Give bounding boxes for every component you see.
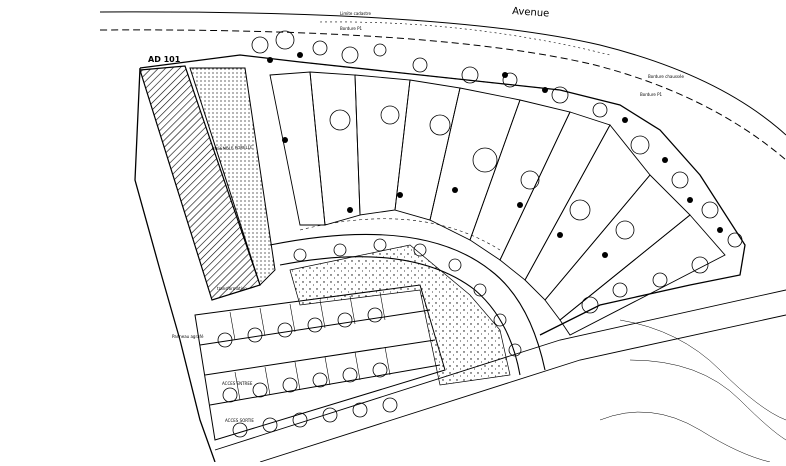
- bordure-chaussee-label: Bordure chaussée: [648, 74, 684, 79]
- lower-road: [214, 289, 786, 463]
- panneau-agrafe-label: Panneau agrafé: [172, 334, 204, 339]
- acces-sortie-label: ACCES SORTIE: [225, 418, 254, 423]
- avenue-label: Avenue: [512, 6, 550, 20]
- avenue-road: [99, 11, 786, 161]
- building-ad101: [139, 65, 276, 301]
- limite-cadastre-label: Limite cadastre: [340, 11, 371, 16]
- bordure-p1-right-label: Bordure P1: [640, 92, 663, 97]
- contours: [599, 319, 786, 463]
- gravel-plaza: [289, 244, 511, 386]
- trees: [217, 30, 743, 438]
- transformation-label: transformation: [217, 286, 247, 291]
- bordure-p1-top-label: Bordure P1: [340, 26, 363, 31]
- ensemble-porelle-label: ENSEMBLE PORELLE: [212, 145, 253, 151]
- access-road: [269, 218, 546, 376]
- parcel-label: AD 101: [148, 55, 181, 64]
- acces-entree-label: ACCES ENTREE: [222, 381, 253, 386]
- shrubs: [267, 52, 723, 258]
- parking-stalls: [229, 291, 391, 401]
- lots: [269, 71, 726, 336]
- property-boundary: [134, 54, 746, 463]
